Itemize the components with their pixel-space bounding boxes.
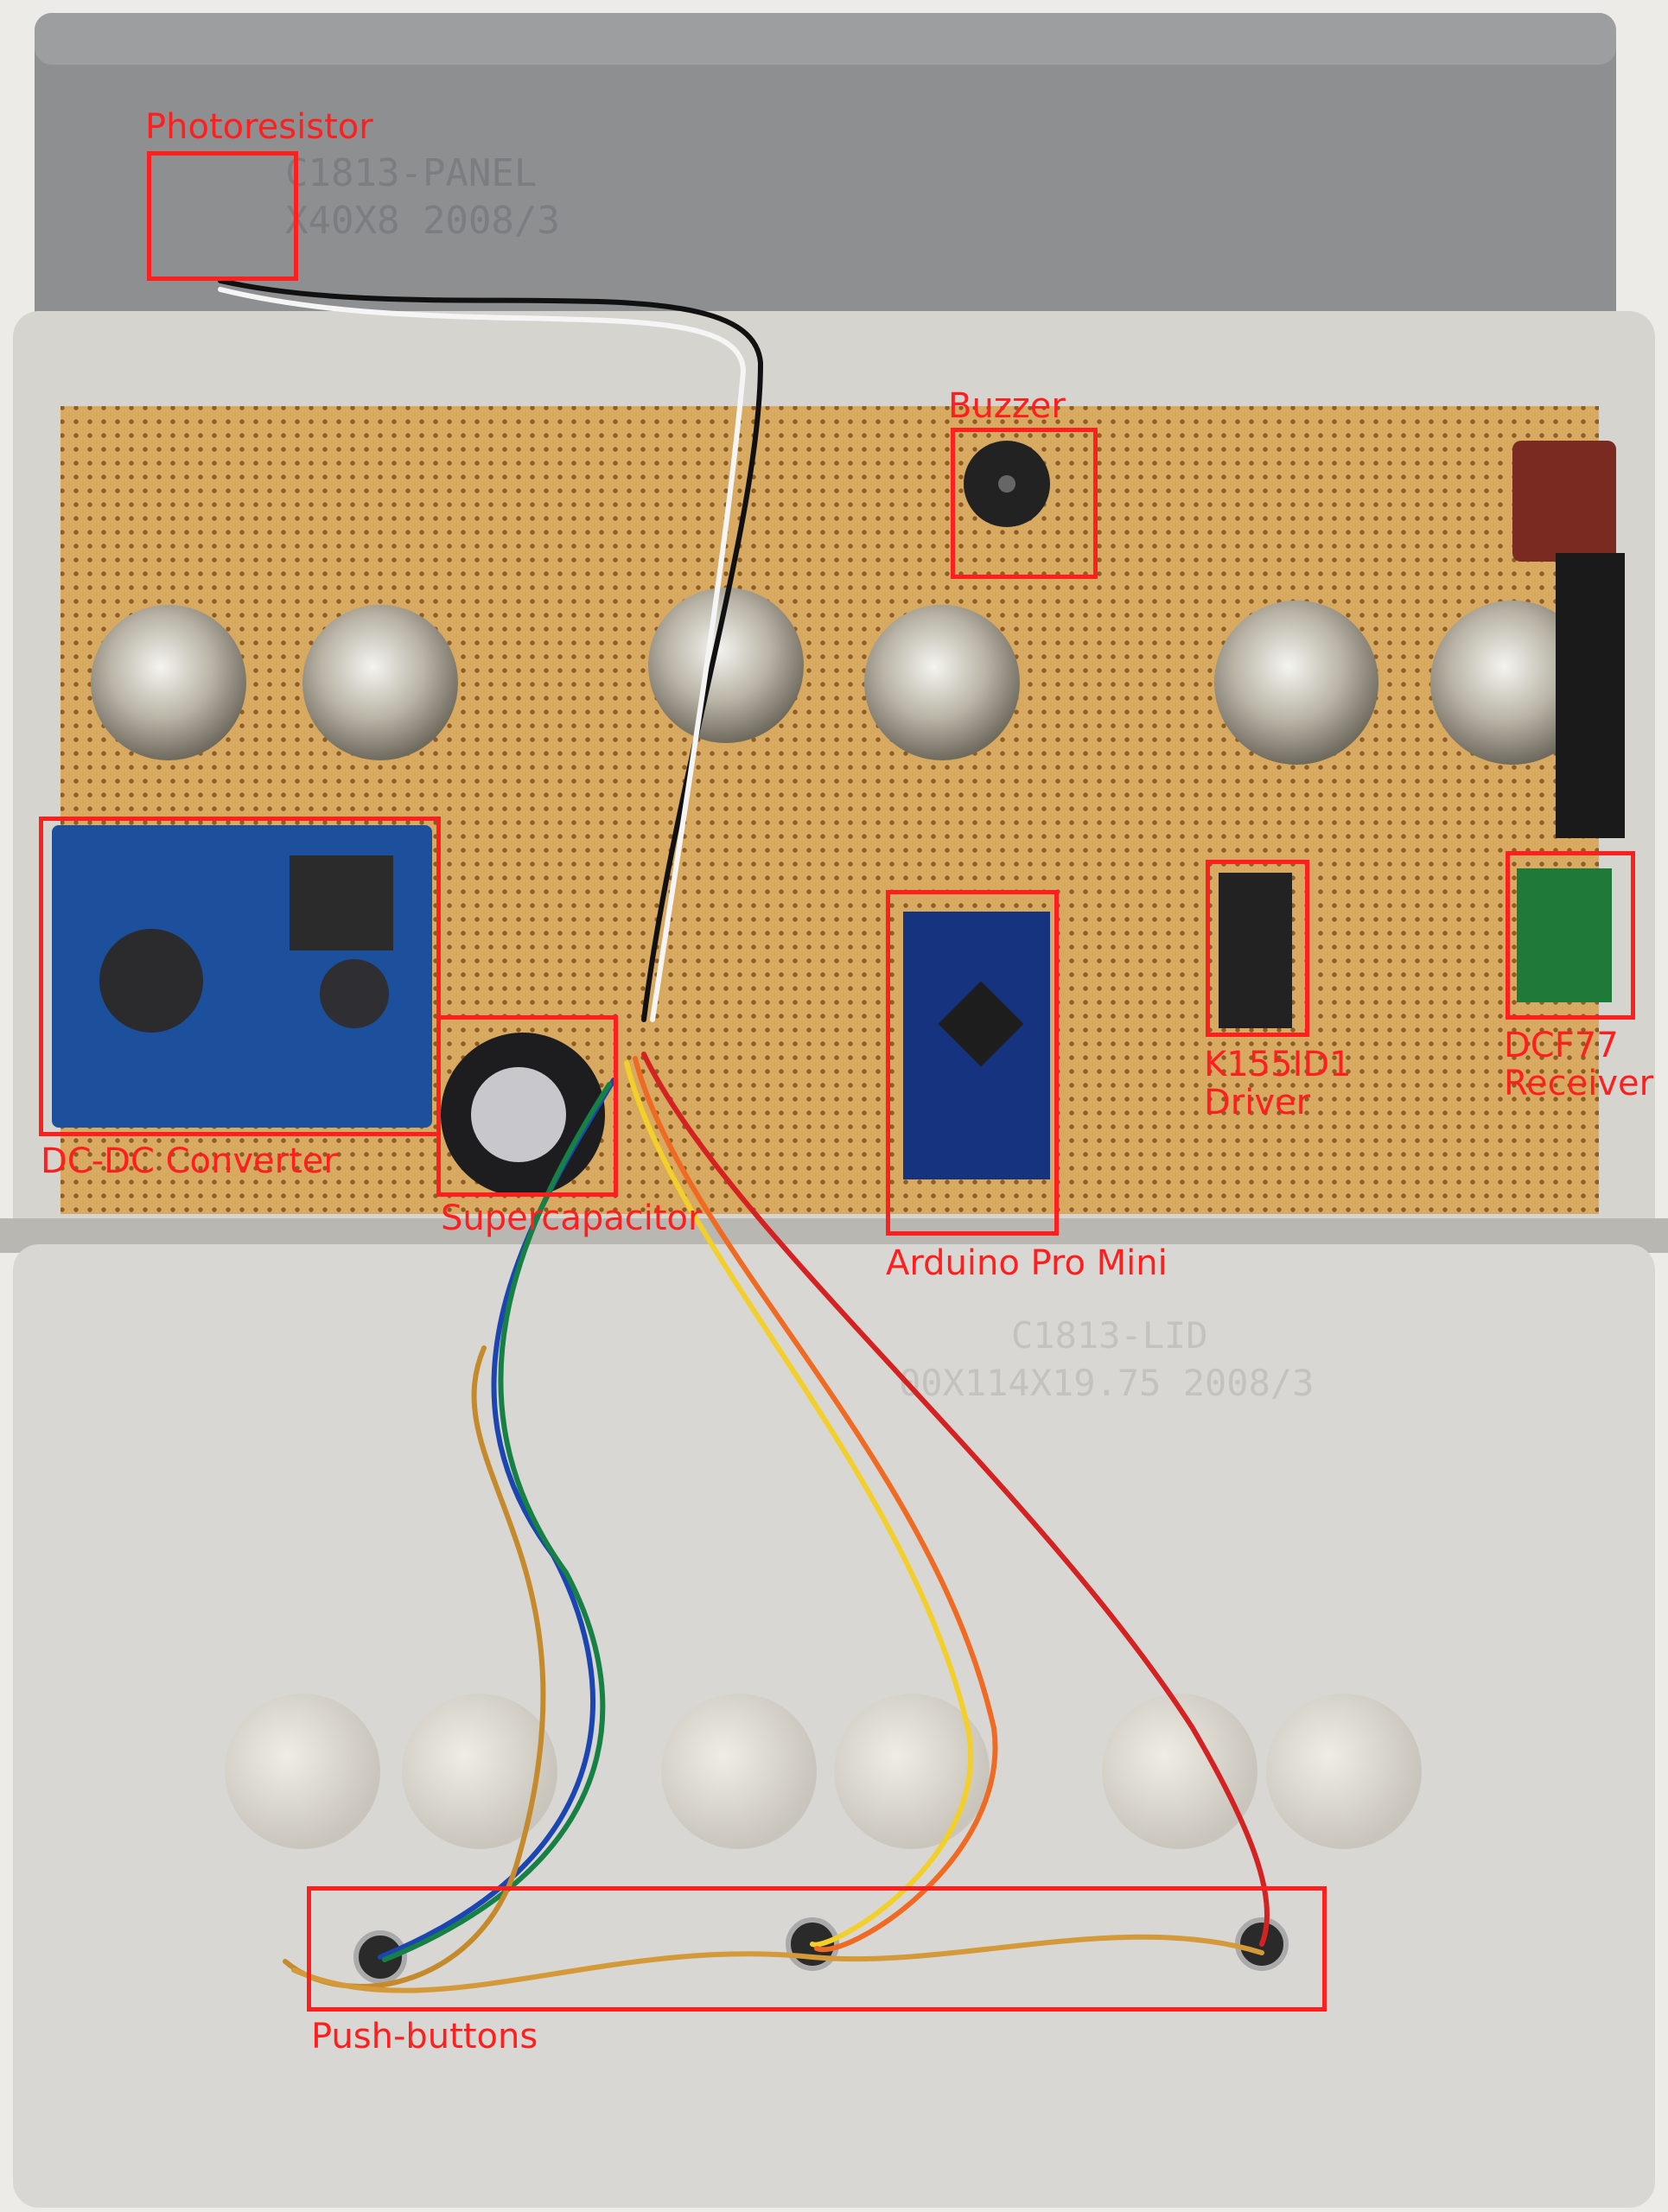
dcdc-converter-label: DC-DC Converter (41, 1141, 338, 1181)
panel-molded-text: C1813-PANEL (285, 151, 537, 195)
arduino-chip (938, 981, 1024, 1067)
photoresistor-label: Photoresistor (145, 107, 373, 147)
supercapacitor-box (436, 1015, 618, 1197)
wire-button-chain (291, 1934, 1264, 1993)
nixie-tube (1214, 601, 1378, 765)
buzzer-hole (998, 475, 1015, 493)
buzzer-label: Buzzer (948, 386, 1066, 426)
lid-hole (834, 1694, 990, 1849)
dcf77-box (1506, 851, 1635, 1020)
dcdc-converter-box (39, 817, 441, 1136)
nixie-tube (302, 605, 458, 760)
lid-hole (661, 1694, 817, 1849)
arduino-label: Arduino Pro Mini (886, 1243, 1168, 1283)
dc-jack-body (1556, 553, 1625, 838)
nixie-tube (91, 605, 246, 760)
wire-orange (633, 1056, 998, 1953)
k155id1-box (1206, 860, 1309, 1037)
dcf77-label: DCF77 Receiver (1504, 1026, 1654, 1103)
dcf77-module (1517, 868, 1612, 1002)
wires (218, 278, 1270, 1993)
top-panel (35, 13, 1616, 376)
dcdc-inductor (290, 855, 393, 950)
push-buttons-label: Push-buttons (311, 2017, 538, 2056)
enclosure-lid (13, 1244, 1655, 2208)
k155-chip (1219, 873, 1292, 1028)
photoresistor-box (147, 151, 298, 281)
supercapacitor-label: Supercapacitor (441, 1198, 703, 1238)
nixie-tube (1430, 601, 1595, 765)
lid-hole (225, 1694, 380, 1849)
push-buttons-box (307, 1886, 1327, 2012)
supercapacitor-top (471, 1067, 566, 1162)
dcdc-capacitor-small (320, 959, 389, 1028)
lid-molded-text: C1813-LID (1011, 1314, 1208, 1357)
lid-hole (402, 1694, 557, 1849)
nixie-tube (648, 588, 804, 743)
lid-hole (1266, 1694, 1422, 1849)
panel-molded-dims: X40X8 2008/3 (285, 199, 560, 243)
wire-red (641, 1052, 1270, 1947)
wire-yellow (624, 1060, 973, 1948)
nixie-tubes (91, 588, 1595, 765)
lid-hole (1102, 1694, 1257, 1849)
lid-holes (225, 1694, 1422, 1849)
dcdc-capacitor (99, 929, 203, 1033)
dc-jack (1512, 441, 1616, 562)
arduino-box (886, 890, 1059, 1236)
wire-black (218, 278, 764, 1022)
wire-green (382, 1082, 612, 1962)
nixie-tube (864, 605, 1020, 760)
k155id1-label: K155ID1 Driver (1204, 1045, 1352, 1122)
wire-orange-brown (283, 1345, 546, 1989)
wire-white (218, 287, 747, 1022)
buzzer-box (951, 428, 1098, 579)
lid-molded-dims: 00X114X19.75 2008/3 (899, 1362, 1314, 1404)
top-panel-rim (35, 13, 1616, 65)
